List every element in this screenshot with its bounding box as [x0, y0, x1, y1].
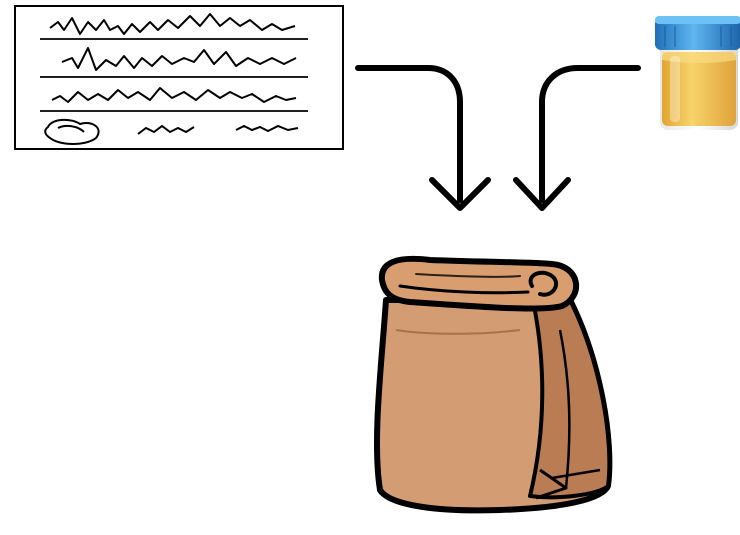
arrow-form-to-bag — [355, 65, 491, 211]
arrow-cup-to-bag — [513, 65, 641, 211]
paper-bag-icon — [373, 255, 613, 514]
handwritten-form-icon — [14, 5, 344, 150]
specimen-cup-icon — [655, 16, 740, 130]
